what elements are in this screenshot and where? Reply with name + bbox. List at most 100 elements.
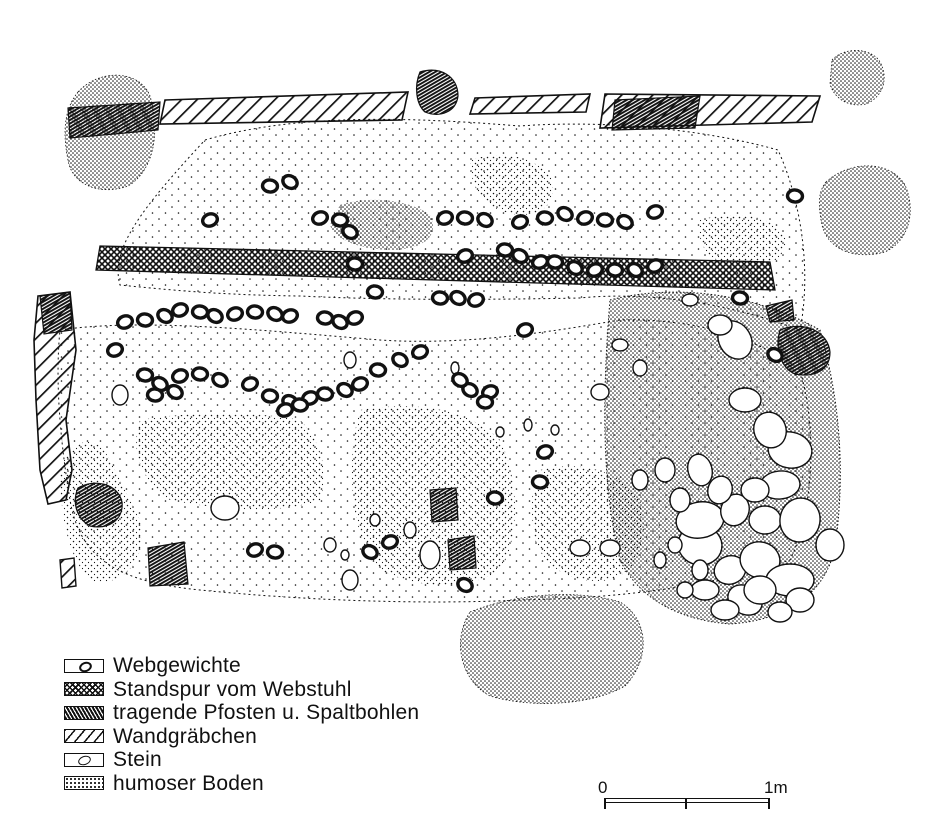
loom-weight-icon [535,444,555,460]
loom-weight-icon [785,188,805,204]
scale-start-label: 0 [598,778,608,797]
stone-icon [654,457,676,483]
loom-weight-icon [280,308,300,324]
loom-weight-icon [115,314,135,330]
stone-icon [815,528,845,562]
stone-icon [676,581,694,599]
loom-weight-icon [510,214,530,230]
loom-weight-icon [475,394,495,410]
loom-weight-icon [240,376,260,392]
stone-swatch-icon [64,752,104,767]
stone-icon [369,513,381,527]
loom-weight-icon [190,366,210,382]
legend-label: humoser Boden [113,771,264,795]
stone-icon [323,537,337,553]
loom-weight-icon [495,242,515,258]
loom-weight-icon [530,474,550,490]
loom-weight-icon [595,212,615,228]
stone-icon [653,551,667,569]
loom-weight-icon [368,362,388,378]
loom-weight-icon [430,290,450,306]
loom-weight-icon [330,212,350,228]
stone-icon [720,493,750,527]
stone-icon [341,569,359,591]
scale-tick [604,798,606,809]
loom-weight-icon [281,173,299,191]
loom-weight-icon [466,292,486,308]
legend-label: Stein [113,748,162,772]
stone-icon [785,587,815,613]
legend-label: Wandgräbchen [113,724,258,748]
legend-item-pfosten: tragende Pfosten u. Spaltbohlen [64,701,419,725]
loom-weight-icon [336,381,354,399]
legend-item-stein: Stein [64,748,419,772]
loom-weight-icon [556,205,574,223]
stone-icon [340,549,350,561]
stone-icon [748,505,782,535]
stone-icon [403,521,417,539]
stone-icon [691,559,709,581]
loom-weight-icon [435,210,455,226]
stone-icon [681,293,699,307]
scale-bar: 0 1m [598,778,798,818]
scale-tick [768,798,770,809]
stone-icon [707,475,733,505]
legend-label: Standspur vom Webstuhl [113,677,352,701]
loom-weight-icon [361,543,379,561]
loom-weight-swatch-icon [64,658,104,673]
loom-weight-icon [455,210,475,226]
dense-hatch-swatch-icon [64,705,104,720]
legend-item-wandgraebchen: Wandgräbchen [64,725,419,749]
loom-weight-icon [350,376,370,392]
stone-icon [590,383,610,401]
loom-weight-icon [145,387,165,403]
stone-icon [707,314,733,336]
stone-icon [767,601,793,623]
loom-weight-icon [626,261,644,279]
loom-weight-icon [166,383,184,401]
stone-icon [419,540,441,570]
stone-icon [631,469,649,491]
loom-weight-icon [315,310,335,326]
stone-icon [632,359,648,377]
legend-item-boden: humoser Boden [64,772,419,796]
stone-icon [667,536,683,554]
loom-weight-icon [451,371,469,389]
legend-item-webgewichte: Webgewichte [64,654,419,678]
stipple-swatch-icon [64,776,104,791]
loom-weight-icon [190,304,210,320]
loom-weight-icon [410,344,430,360]
loom-weight-icon [260,388,280,404]
stone-icon [728,387,762,413]
loom-weight-icon [730,290,750,306]
loom-weight-icon [511,247,529,265]
loom-weight-icon [290,397,310,413]
loom-weight-icon [585,262,605,278]
stone-icon [599,539,621,557]
loom-weight-icon [156,307,174,325]
loom-weight-icon [345,256,365,272]
loom-weight-icon [535,210,555,226]
stone-icon [669,487,691,513]
loom-weight-icon [170,368,190,384]
stone-icon [740,477,770,503]
loom-weight-icon [476,211,494,229]
loom-weight-icon [225,306,245,322]
open-hatch-swatch-icon [64,729,104,744]
loom-weight-icon [566,259,584,277]
legend-label: tragende Pfosten u. Spaltbohlen [113,701,420,725]
crosshatch-swatch-icon [64,682,104,697]
stone-icon [111,384,129,406]
stone-icon [686,453,714,487]
legend: Webgewichte Standspur vom Webstuhl trage… [64,654,419,795]
loom-weight-icon [575,210,595,226]
stone-icon [569,539,591,557]
loom-weight-icon [345,310,365,326]
stone-icon [710,599,740,621]
loom-weight-icon [365,284,385,300]
loom-weight-icon [766,346,784,364]
stone-icon [611,338,629,352]
stone-icon [550,424,560,436]
stone-icon [495,426,505,438]
